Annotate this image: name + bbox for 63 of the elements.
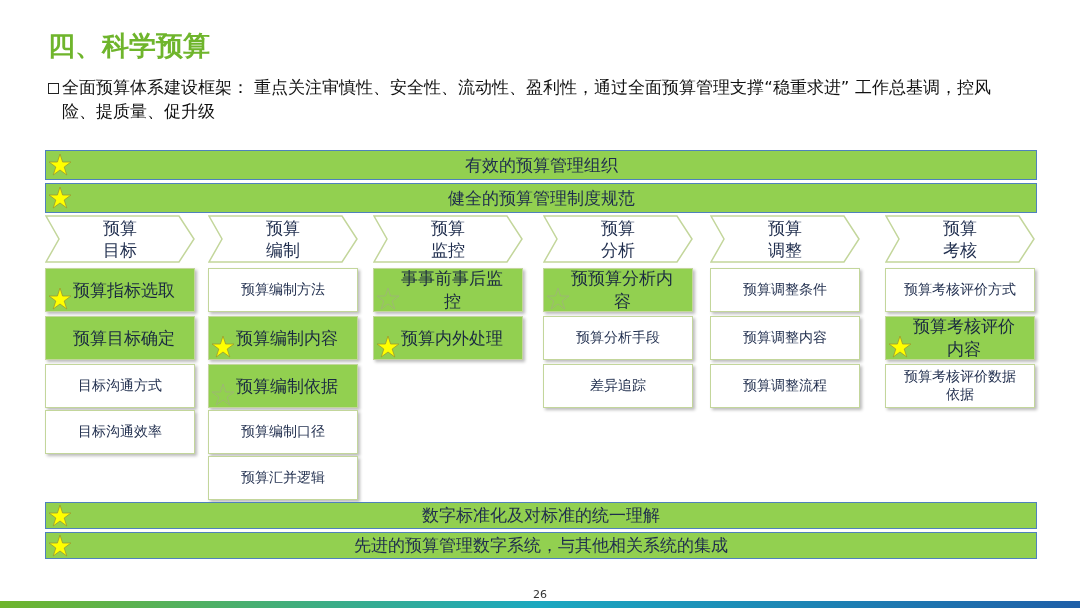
- banner-text: 健全的预算管理制度规范: [447, 186, 635, 210]
- step-label: 预算编制: [265, 217, 301, 261]
- process-box: [885, 316, 1035, 360]
- process-box: [543, 364, 693, 408]
- banner-bar: [45, 150, 1037, 180]
- page-number: 26: [532, 588, 548, 601]
- box-label: 预算调整内容: [743, 329, 827, 347]
- box-label: 预算考核评价方式: [904, 281, 1016, 299]
- box-label: 预算调整流程: [743, 377, 827, 395]
- step-label: 预算调整: [767, 217, 803, 261]
- banner-text: 数字标准化及对标准的统一理解: [422, 504, 660, 527]
- box-label: 预算编制方法: [241, 281, 325, 299]
- process-box: [208, 456, 358, 500]
- box-label: 预算调整条件: [743, 281, 827, 299]
- box-label: 目标沟通效率: [78, 423, 162, 441]
- chevron-step: [45, 215, 195, 263]
- box-label: 预算编制依据: [236, 374, 338, 398]
- banner-bar: [45, 532, 1037, 559]
- process-box: [45, 364, 195, 408]
- box-label: 预算分析手段: [576, 329, 660, 347]
- process-box: [885, 364, 1035, 408]
- box-label: 预算考核评价内容: [912, 315, 1016, 361]
- process-box: [208, 364, 358, 408]
- step-label: 预算考核: [942, 217, 978, 261]
- step-label: 预算分析: [600, 217, 636, 261]
- process-box: [710, 268, 860, 312]
- box-label: 预算内外处理: [401, 326, 503, 350]
- process-box: [543, 268, 693, 312]
- process-box: [45, 316, 195, 360]
- chevron-step: [373, 215, 523, 263]
- box-label: 预算考核评价数据依据: [903, 368, 1017, 404]
- box-label: 预算编制内容: [236, 326, 338, 350]
- box-label: 事事前事后监控: [400, 267, 504, 313]
- process-box: [543, 316, 693, 360]
- process-box: [45, 410, 195, 454]
- banner-bar: [45, 502, 1037, 529]
- box-label: 预算编制口径: [241, 423, 325, 441]
- step-label: 预算目标: [102, 217, 138, 261]
- process-box: [208, 268, 358, 312]
- process-box: [208, 316, 358, 360]
- box-label: 目标沟通方式: [78, 377, 162, 395]
- chevron-step: [710, 215, 860, 263]
- chevron-step: [543, 215, 693, 263]
- process-box: [885, 268, 1035, 312]
- box-label: 预算指标选取: [73, 278, 175, 302]
- process-box: [45, 268, 195, 312]
- banner-bar: [45, 183, 1037, 213]
- process-box: [373, 316, 523, 360]
- box-label: 差异追踪: [590, 377, 646, 395]
- process-box: [710, 316, 860, 360]
- process-box: [373, 268, 523, 312]
- banner-text: 有效的预算管理组织: [464, 153, 618, 177]
- chevron-step: [208, 215, 358, 263]
- step-label: 预算监控: [430, 217, 466, 261]
- banner-text: 先进的预算管理数字系统，与其他相关系统的集成: [354, 534, 728, 557]
- chevron-step: [885, 215, 1035, 263]
- process-box: [710, 364, 860, 408]
- box-label: 预算汇并逻辑: [241, 469, 325, 487]
- process-box: [208, 410, 358, 454]
- box-label: 预预算分析内容: [570, 267, 674, 313]
- intro-paragraph: 全面预算体系建设框架： 重点关注审慎性、安全性、流动性、盈利性，通过全面预算管理支撑“稳重求进” 工作总基调，控风险、提质量、促升级: [62, 77, 992, 123]
- slide-title: 四、科学预算: [48, 29, 210, 63]
- box-label: 预算目标确定: [73, 326, 175, 350]
